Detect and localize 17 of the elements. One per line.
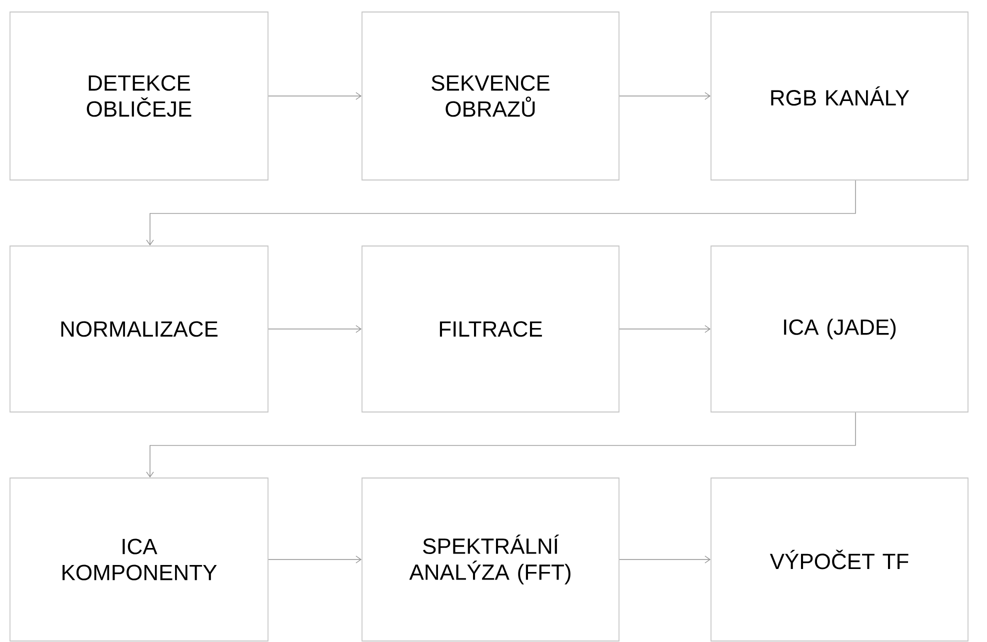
process-box: SEKVENCE OBRAZŮ [362,12,620,180]
arrow [619,92,711,100]
arrow [268,556,362,564]
arrow [268,92,362,100]
process-box: SPEKTRÁLNÍ ANALÝZA (FFT) [362,478,620,642]
process-box: ICA KOMPONENTY [10,478,268,642]
arrow [619,325,711,333]
process-box: NORMALIZACE [10,246,268,412]
process-box: FILTRACE [362,246,620,412]
process-box: RGB KANÁLY [710,12,968,180]
arrow [619,556,711,564]
arrow [146,412,856,478]
arrow [268,325,362,333]
process-box: ICA (JADE) [710,246,968,412]
process-box: VÝPOČET TF [710,478,968,642]
process-box: DETEKCE OBLIČEJE [10,12,268,180]
arrow [146,180,856,246]
